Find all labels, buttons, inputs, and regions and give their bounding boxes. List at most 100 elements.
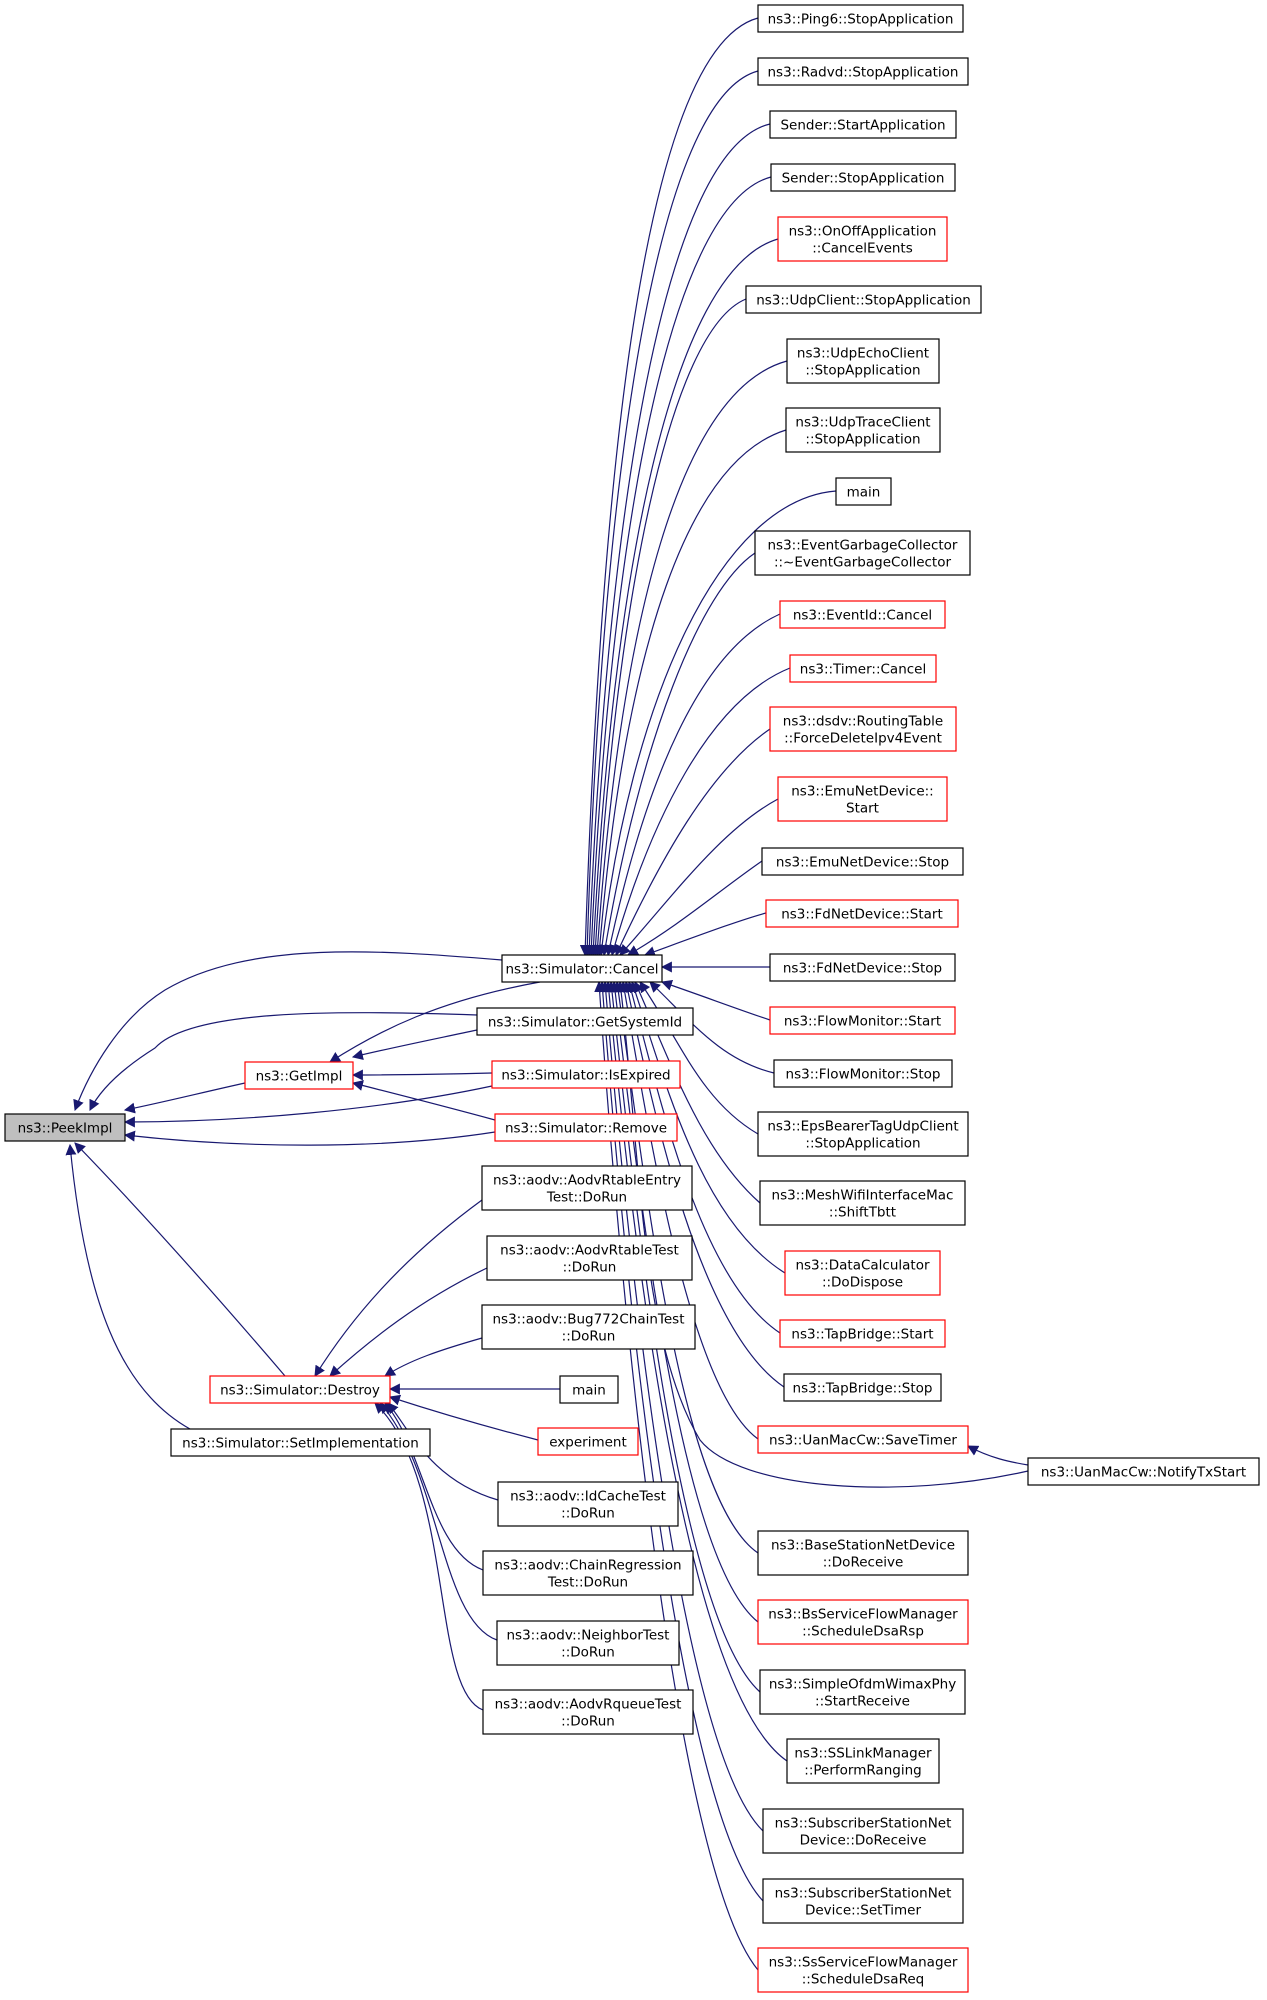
node-idcache[interactable]: ns3::aodv::IdCacheTest::DoRun	[497, 1481, 679, 1527]
node-eventid[interactable]: ns3::EventId::Cancel	[779, 600, 946, 629]
node-radvd[interactable]: ns3::Radvd::StopApplication	[757, 57, 969, 86]
node-simpleofdm[interactable]: ns3::SimpleOfdmWimaxPhy::StartReceive	[759, 1669, 966, 1715]
node-ssnettimer[interactable]: ns3::SubscriberStationNetDevice::SetTime…	[762, 1878, 964, 1924]
node-datacalc[interactable]: ns3::DataCalculator::DoDispose	[784, 1250, 941, 1296]
node-label-line: ns3::aodv::AodvRtableTest	[500, 1243, 679, 1259]
edge-uannotify-to-cancel	[615, 980, 1029, 1488]
node-getsystemid[interactable]: ns3::Simulator::GetSystemId	[476, 1007, 694, 1036]
edge-udpecho-to-cancel	[592, 360, 788, 957]
node-neighbor[interactable]: ns3::aodv::NeighborTest::DoRun	[496, 1620, 680, 1666]
node-box	[486, 1235, 693, 1281]
node-experiment[interactable]: experiment	[537, 1427, 639, 1456]
node-ssservice[interactable]: ns3::SsServiceFlowManager::ScheduleDsaRe…	[757, 1947, 969, 1993]
node-meshwifi[interactable]: ns3::MeshWifiInterfaceMac::ShiftTbtt	[759, 1180, 966, 1226]
edge-cancel-to-peekimpl	[73, 951, 503, 1112]
node-peekimpl[interactable]: ns3::PeekImpl	[4, 1113, 126, 1142]
node-udptrace[interactable]: ns3::UdpTraceClient::StopApplication	[785, 407, 941, 453]
node-bsservice[interactable]: ns3::BsServiceFlowManager::ScheduleDsaRs…	[757, 1599, 969, 1645]
node-remove[interactable]: ns3::Simulator::Remove	[494, 1113, 678, 1142]
node-fdstart[interactable]: ns3::FdNetDevice::Start	[765, 899, 959, 928]
node-udpclient[interactable]: ns3::UdpClient::StopApplication	[745, 285, 982, 314]
edge-uannotify-to-uansave	[967, 1445, 1029, 1466]
node-cancel[interactable]: ns3::Simulator::Cancel	[501, 954, 663, 983]
edge-senderstart-to-cancel	[583, 123, 771, 957]
node-epsbearer[interactable]: ns3::EpsBearerTagUdpClient::StopApplicat…	[757, 1111, 969, 1157]
node-getimpl[interactable]: ns3::GetImpl	[244, 1061, 354, 1090]
node-label-line: ns3::Ping6::StopApplication	[768, 12, 954, 28]
node-label-line: ::~EventGarbageCollector	[774, 555, 952, 571]
node-onoff[interactable]: ns3::OnOffApplication::CancelEvents	[777, 216, 948, 262]
node-bsnetdev[interactable]: ns3::BaseStationNetDevice::DoReceive	[757, 1530, 969, 1576]
node-label-line: ns3::EmuNetDevice::	[791, 784, 933, 800]
node-box	[770, 163, 956, 192]
node-tapstart[interactable]: ns3::TapBridge::Start	[779, 1319, 946, 1348]
node-box	[777, 216, 948, 262]
node-fdstop[interactable]: ns3::FdNetDevice::Stop	[769, 953, 956, 982]
node-box	[779, 1319, 946, 1348]
node-label-line: ns3::aodv::Bug772ChainTest	[492, 1312, 684, 1328]
node-label-line: ns3::SSLinkManager	[794, 1746, 932, 1762]
node-dsdv[interactable]: ns3::dsdv::RoutingTable::ForceDeleteIpv4…	[769, 706, 957, 752]
node-box	[757, 1599, 969, 1645]
node-destroy[interactable]: ns3::Simulator::Destroy	[209, 1375, 391, 1404]
edge-udpclient-to-cancel	[590, 298, 747, 957]
node-aodvrt[interactable]: ns3::aodv::AodvRtableTest::DoRun	[486, 1235, 693, 1281]
node-rqueue[interactable]: ns3::aodv::AodvRqueueTest::DoRun	[482, 1689, 694, 1735]
node-isexpired[interactable]: ns3::Simulator::IsExpired	[491, 1060, 681, 1089]
node-box	[496, 1620, 680, 1666]
node-box	[765, 899, 959, 928]
node-label-line: ns3::SsServiceFlowManager	[769, 1955, 958, 1971]
node-emustart[interactable]: ns3::EmuNetDevice::Start	[777, 776, 948, 822]
node-setimpl[interactable]: ns3::Simulator::SetImplementation	[170, 1428, 431, 1457]
node-box	[786, 338, 940, 384]
node-box	[497, 1481, 679, 1527]
node-sslink[interactable]: ns3::SSLinkManager::PerformRanging	[786, 1738, 940, 1784]
node-label-line: ::DoRun	[561, 1506, 615, 1522]
node-label-line: ns3::DataCalculator	[795, 1258, 930, 1274]
edge-aodvrtentry-to-destroy	[314, 1199, 483, 1377]
edge-ping6-to-cancel	[579, 17, 759, 957]
node-senderstop[interactable]: Sender::StopApplication	[770, 163, 956, 192]
node-udpecho[interactable]: ns3::UdpEchoClient::StopApplication	[786, 338, 940, 384]
node-label-line: ::DoRun	[562, 1329, 616, 1345]
node-ping6[interactable]: ns3::Ping6::StopApplication	[757, 4, 964, 33]
node-tapstop[interactable]: ns3::TapBridge::Stop	[783, 1373, 942, 1402]
node-box	[761, 847, 964, 876]
node-label-line: ns3::GetImpl	[256, 1069, 343, 1085]
nodes-layer: ns3::PeekImplns3::GetImplns3::Simulator:…	[4, 4, 1260, 1993]
node-fmstop[interactable]: ns3::FlowMonitor::Stop	[773, 1059, 953, 1088]
node-box	[537, 1427, 639, 1456]
edge-tapstop-to-cancel	[622, 980, 785, 1388]
node-bug772[interactable]: ns3::aodv::Bug772ChainTest::DoRun	[481, 1304, 696, 1350]
node-box	[769, 706, 957, 752]
node-label-line: ns3::BsServiceFlowManager	[768, 1607, 958, 1623]
node-main2[interactable]: main	[559, 1375, 619, 1404]
node-label-line: Sender::StartApplication	[780, 118, 945, 134]
node-emustop[interactable]: ns3::EmuNetDevice::Stop	[761, 847, 964, 876]
node-label-line: ns3::aodv::ChainRegression	[494, 1558, 681, 1574]
node-egc[interactable]: ns3::EventGarbageCollector::~EventGarbag…	[754, 530, 971, 576]
edge-remove-to-getimpl	[351, 1080, 496, 1121]
node-senderstart[interactable]: Sender::StartApplication	[769, 110, 957, 139]
node-ssnetrecv[interactable]: ns3::SubscriberStationNetDevice::DoRecei…	[762, 1808, 964, 1854]
node-uannotify[interactable]: ns3::UanMacCw::NotifyTxStart	[1027, 1457, 1260, 1486]
edge-setimpl-to-peekimpl	[65, 1143, 191, 1430]
node-label-line: ns3::aodv::AodvRqueueTest	[495, 1697, 682, 1713]
node-box	[785, 407, 941, 453]
edge-bug772-to-destroy	[384, 1337, 483, 1377]
node-timer[interactable]: ns3::Timer::Cancel	[789, 654, 937, 683]
node-box	[757, 4, 964, 33]
node-box	[769, 110, 957, 139]
node-label-line: Start	[846, 801, 879, 817]
node-label-line: ::ForceDeleteIpv4Event	[784, 731, 942, 747]
node-label-line: ns3::aodv::IdCacheTest	[510, 1489, 666, 1505]
node-box	[4, 1113, 126, 1142]
node-fmstart[interactable]: ns3::FlowMonitor::Start	[769, 1006, 956, 1035]
node-uansave[interactable]: ns3::UanMacCw::SaveTimer	[757, 1425, 969, 1454]
node-label-line: ns3::Simulator::Cancel	[505, 962, 658, 978]
node-main1[interactable]: main	[835, 477, 892, 506]
node-box	[786, 1738, 940, 1784]
